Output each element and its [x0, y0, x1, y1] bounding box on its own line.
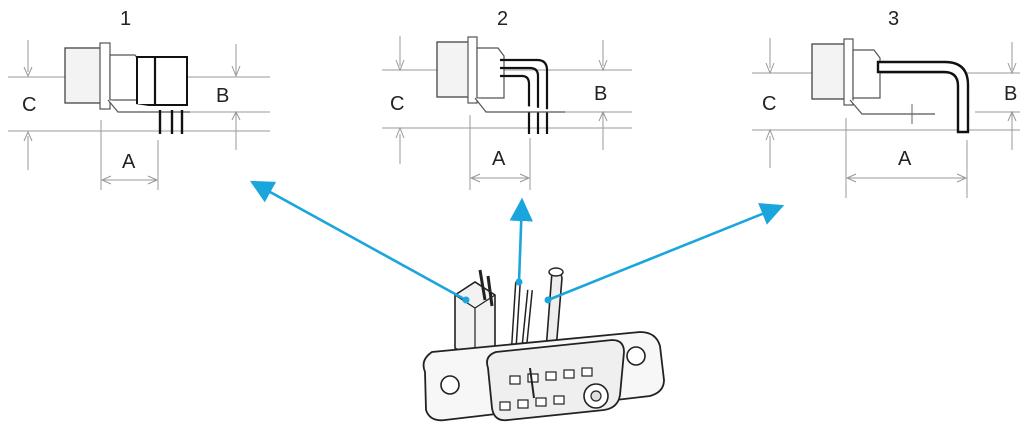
variant-2-label-c: C	[390, 93, 404, 115]
arrow-icon-variant-3	[547, 202, 785, 302]
variant-1-label-a: A	[122, 151, 136, 173]
variant-2-drawing: 2 C B A	[382, 8, 632, 190]
variant-1-label-b: B	[216, 85, 229, 107]
variant-3-number: 3	[888, 8, 899, 30]
variant-1-drawing: 1 C B A	[8, 8, 270, 190]
variant-1-number: 1	[120, 8, 131, 30]
callout-arrows	[249, 180, 785, 304]
variant-3-label-c: C	[762, 93, 776, 115]
variant-3-label-a: A	[898, 148, 912, 170]
variant-2-label-b: B	[594, 83, 607, 105]
arrow-icon-variant-2	[509, 197, 533, 283]
arrow-icon-variant-1	[249, 180, 467, 302]
connector-illustration	[422, 267, 665, 422]
variant-3-label-b: B	[1004, 83, 1017, 105]
variant-2-label-a: A	[492, 148, 506, 170]
variant-1-label-c: C	[22, 94, 36, 116]
variant-2-number: 2	[497, 8, 508, 30]
variant-3-drawing: 3 C B A	[752, 8, 1020, 198]
